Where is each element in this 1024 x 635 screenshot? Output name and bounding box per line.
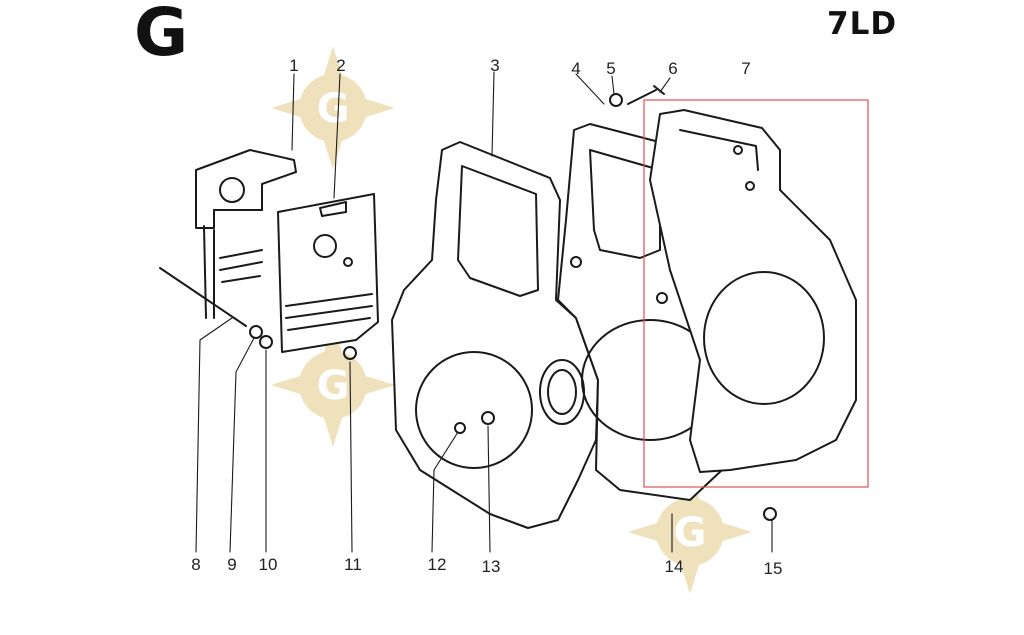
callout-13: 13 xyxy=(482,557,501,576)
part-7-highlight-box xyxy=(643,99,869,488)
part-11-screw xyxy=(343,346,357,360)
callout-3: 3 xyxy=(490,56,499,75)
part-1-bracket xyxy=(195,149,297,319)
callout-15: 15 xyxy=(764,559,783,578)
callout-4: 4 xyxy=(571,59,580,78)
callout-8: 8 xyxy=(191,555,200,574)
engine-model-code: 7LD xyxy=(827,6,898,42)
part-5-nut xyxy=(609,93,623,107)
callout-10: 10 xyxy=(259,555,278,574)
part-10-nut xyxy=(259,335,273,349)
callout-12: 12 xyxy=(428,555,447,574)
part-15-screw xyxy=(763,507,777,521)
callout-5: 5 xyxy=(606,59,615,78)
callout-14: 14 xyxy=(665,557,684,576)
callout-7: 7 xyxy=(741,59,750,78)
callout-11: 11 xyxy=(344,555,362,574)
callout-2: 2 xyxy=(336,56,345,75)
part-2-plate xyxy=(277,193,379,353)
part-6-bolt xyxy=(627,85,665,105)
part-8-rod xyxy=(159,267,247,327)
callout-1: 1 xyxy=(289,56,298,75)
part-3-front-housing xyxy=(391,141,599,529)
section-letter: G xyxy=(134,0,189,71)
part-7-rear-housing xyxy=(649,109,857,473)
callout-9: 9 xyxy=(227,555,236,574)
callout-6: 6 xyxy=(668,59,677,78)
part-9-washer xyxy=(249,325,263,339)
